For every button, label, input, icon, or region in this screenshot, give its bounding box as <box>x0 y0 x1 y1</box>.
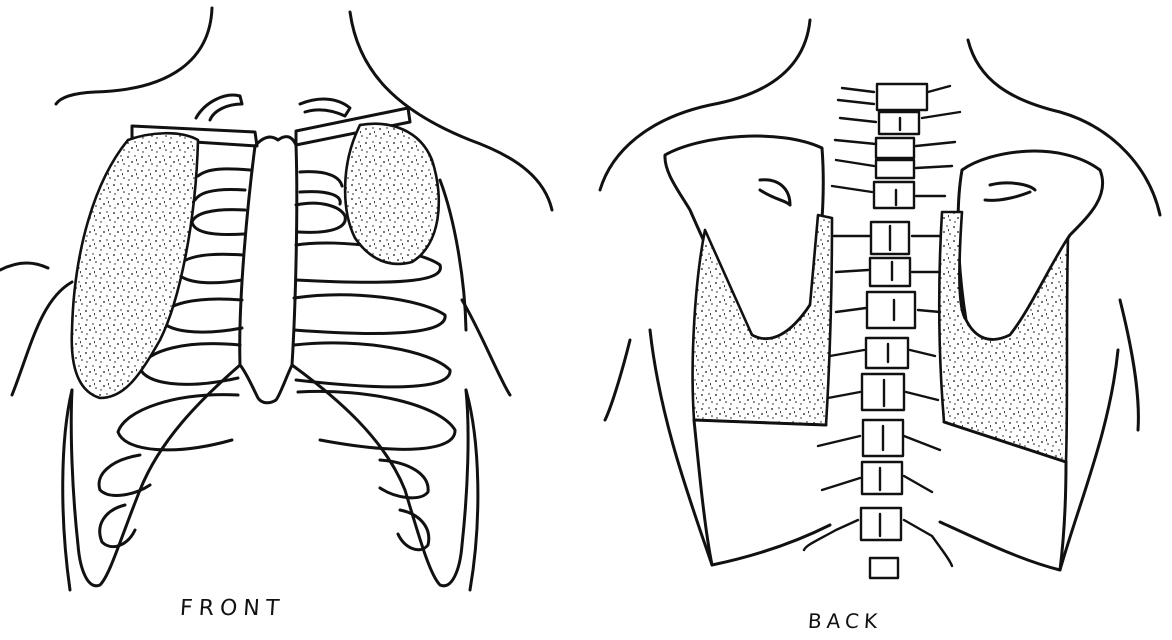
vertebra-4 <box>876 160 914 178</box>
back-arm-left <box>605 340 630 420</box>
vertebra-8 <box>867 292 915 328</box>
front-lung-shade-right <box>345 124 439 264</box>
front-costal-right <box>292 365 468 586</box>
front-outline-right-upper <box>440 180 466 330</box>
front-rib-right-1 <box>300 172 342 204</box>
front-first-rib-right <box>300 99 350 116</box>
vertebra-12 <box>862 462 902 494</box>
back-arm-right <box>1120 300 1138 430</box>
front-sternum <box>240 137 297 403</box>
front-first-rib-left <box>196 95 242 120</box>
vertebra-14 <box>870 558 898 578</box>
front-rib-left-6 <box>118 395 238 450</box>
front-rib-left-7 <box>99 455 150 495</box>
front-view <box>0 8 552 590</box>
front-view-label: FRONT <box>179 596 286 621</box>
vertebral-column <box>861 84 927 578</box>
front-neck-left <box>56 8 212 104</box>
scapula-right-spine <box>985 183 1035 200</box>
front-shoulder-left <box>12 282 72 395</box>
front-rib-right-7 <box>380 460 428 498</box>
vertebra-7 <box>870 258 910 286</box>
scapula-left <box>665 136 823 339</box>
vertebra-3 <box>876 138 914 158</box>
front-rib-right-5 <box>294 343 450 387</box>
front-lung-shade-left <box>72 133 198 398</box>
back-neck-right <box>968 40 1160 215</box>
front-rib-left-8 <box>100 505 135 547</box>
back-lung-shade-left <box>693 215 832 425</box>
back-view-label: BACK <box>807 609 883 633</box>
front-rib-left-1 <box>195 169 250 200</box>
front-arm-line-left <box>0 263 48 270</box>
front-rib-right-2 <box>296 203 345 232</box>
front-shoulder-right <box>462 300 510 395</box>
vertebra-5 <box>874 182 914 208</box>
back-flank-right <box>1060 350 1118 570</box>
back-lung-shade-right <box>939 212 1068 462</box>
front-rib-left-2 <box>192 210 245 235</box>
back-neck-left <box>600 20 810 190</box>
back-view <box>600 20 1160 578</box>
vertebra-1 <box>877 84 927 110</box>
front-rib-right-4 <box>294 295 445 334</box>
scapula-left-spine <box>760 180 790 205</box>
